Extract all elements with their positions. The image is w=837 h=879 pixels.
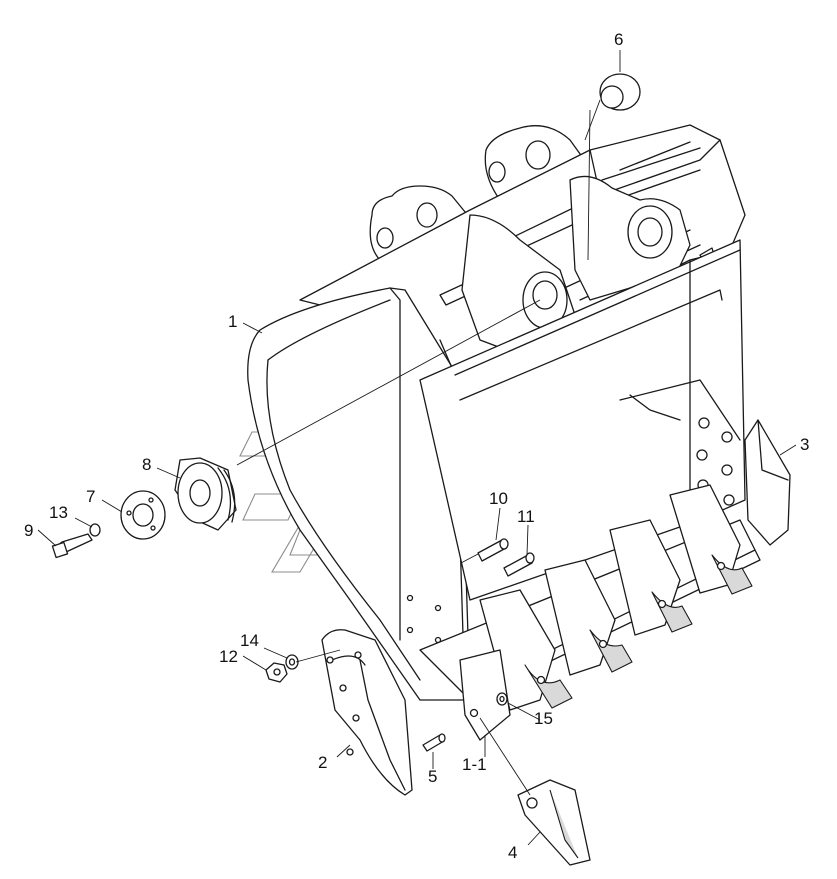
washer-14 xyxy=(285,654,299,670)
bushing-6 xyxy=(599,73,641,111)
callout-3: 3 xyxy=(800,435,809,454)
boss-8 xyxy=(174,457,237,531)
callout-7: 7 xyxy=(86,487,95,506)
tooth-pin-5 xyxy=(422,733,446,752)
callout-14: 14 xyxy=(240,631,259,650)
callout-10: 10 xyxy=(489,489,508,508)
callout-9: 9 xyxy=(24,521,33,540)
callout-labels: 1 1-1 2 3 4 5 6 7 8 9 10 11 12 13 14 15 xyxy=(24,30,809,862)
callout-5: 5 xyxy=(428,767,437,786)
side-protector-3 xyxy=(744,419,791,546)
leader-lines xyxy=(37,50,797,846)
tooth-adapters xyxy=(459,484,753,741)
bucket-body xyxy=(247,239,746,701)
shim-plate-7 xyxy=(120,490,166,540)
callout-13: 13 xyxy=(49,503,68,522)
callout-11: 11 xyxy=(517,507,535,526)
callout-1: 1 xyxy=(228,312,237,331)
callout-15: 15 xyxy=(534,709,553,728)
callout-6: 6 xyxy=(614,30,623,49)
nut-12 xyxy=(265,662,288,683)
callout-1-1: 1-1 xyxy=(462,755,487,774)
callout-4: 4 xyxy=(508,843,517,862)
washer-13 xyxy=(89,523,101,537)
front-lug-right xyxy=(569,175,691,301)
callout-12: 12 xyxy=(219,647,238,666)
callout-2: 2 xyxy=(318,753,327,772)
washer-15 xyxy=(496,692,508,706)
bolt-10 xyxy=(477,538,509,562)
callout-8: 8 xyxy=(142,455,151,474)
bolt-9 xyxy=(51,533,93,559)
side-cutter-2 xyxy=(321,629,413,796)
bucket-tooth-4 xyxy=(517,779,591,866)
bolt-11 xyxy=(503,552,535,577)
